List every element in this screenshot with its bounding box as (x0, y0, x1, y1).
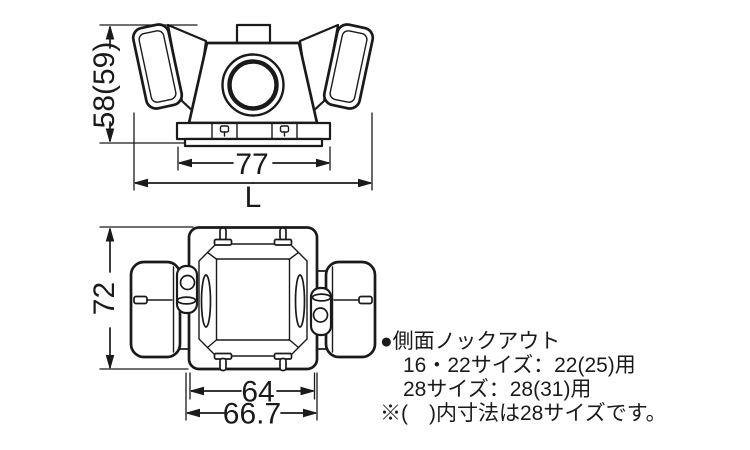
top-view (131, 23, 375, 148)
bottom-flange (183, 137, 324, 148)
dim-label-height: 58(59) (88, 42, 121, 129)
left-connector-cap (131, 23, 184, 110)
bevel-corner-line (206, 251, 218, 261)
dim-label-width-outer: 66.7 (223, 398, 281, 431)
left-cap-outline (131, 23, 184, 110)
right-connector (324, 260, 377, 359)
right-knockout-oval (294, 274, 306, 328)
screw-boss-stem (279, 357, 287, 372)
dim-label-width-inner: 64 (241, 376, 274, 409)
right-cap-rim (329, 30, 368, 103)
dim-label-width: 77 (235, 148, 268, 181)
right-slot (358, 295, 373, 305)
note-footnote: ※( )内寸法は28サイズです。 (380, 402, 667, 425)
note-size-line-1: 16・22サイズ：22(25)用 (403, 354, 636, 377)
notes-block: ●側面ノックアウト 16・22サイズ：22(25)用 28サイズ：28(31)用… (380, 330, 667, 426)
dim-72: 72 (88, 226, 194, 370)
bottom-view (129, 226, 377, 372)
left-bracket-hole (179, 274, 196, 291)
left-connector (129, 260, 182, 359)
dim-64: 64 (189, 372, 316, 409)
note-size-line-2: 28サイズ：28(31)用 (403, 378, 592, 401)
right-bracket-slot (311, 293, 332, 302)
screw-boss-bar (273, 238, 293, 246)
right-cap-outline (322, 23, 375, 110)
note-heading: ●側面ノックアウト (380, 330, 561, 353)
base-band (175, 121, 332, 141)
dim-77: 77 (177, 146, 331, 181)
opening-inner-square (215, 258, 291, 341)
screw-boss-bar (213, 238, 233, 246)
dim-label-height: 72 (88, 282, 121, 315)
dim-label-length: L (245, 181, 262, 214)
top-tab (235, 23, 272, 46)
bevel-corner-line (206, 338, 218, 349)
screw-boss-stem (219, 227, 227, 241)
screw-boss-stem (219, 357, 227, 372)
dim-58-59: 58(59) (88, 24, 198, 144)
dim-66-7: 66.7 (185, 372, 318, 431)
right-connector-cap (322, 23, 375, 110)
screw-boss-stem (279, 227, 287, 241)
dim-L: L (133, 112, 373, 214)
hole-inner-circle (227, 59, 279, 111)
left-slot (133, 295, 148, 305)
left-cap-rim (138, 30, 177, 103)
bevel-corner-line (288, 251, 300, 261)
left-knockout-oval (200, 274, 212, 328)
left-bracket-slot (176, 296, 197, 305)
right-bracket-hole (312, 307, 329, 323)
bevel-corner-line (288, 338, 300, 349)
